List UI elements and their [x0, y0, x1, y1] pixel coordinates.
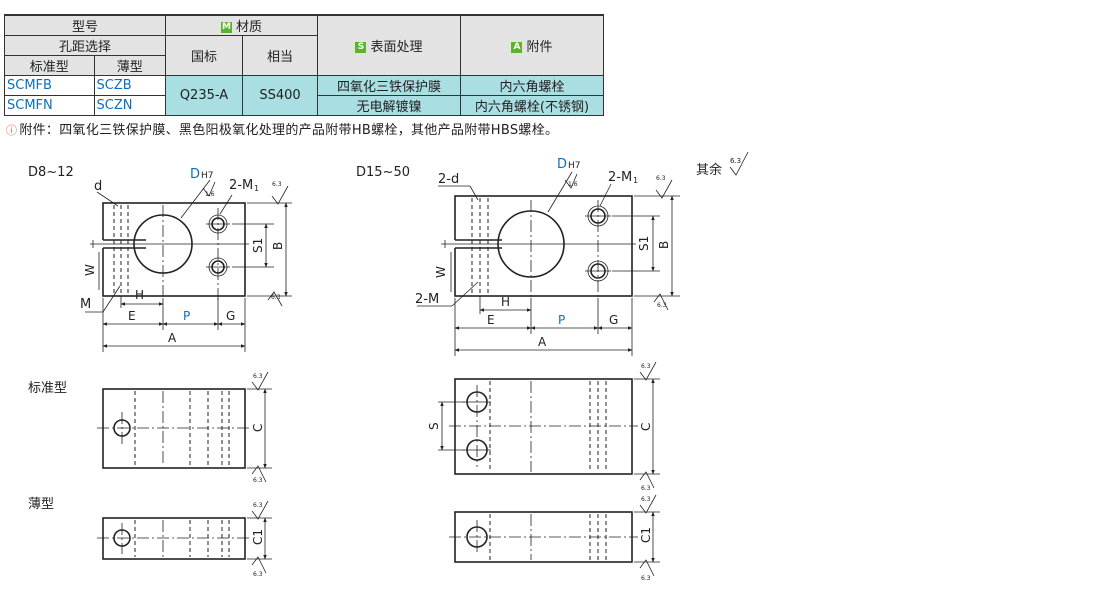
left-thin-roughness-bottom: 6.3: [253, 571, 263, 578]
label-H-right: H: [501, 295, 510, 309]
label-C: C: [251, 424, 265, 432]
material-equiv-value: SS400: [242, 75, 318, 116]
left-range-label: D8~12: [28, 165, 74, 180]
right-front-labels: 2-d D H7 1.6 2-M 1 6.3 6.3 S1 B W 2-M H …: [415, 157, 671, 349]
label-H: H: [135, 288, 144, 302]
standard-type-label: 标准型: [28, 381, 67, 396]
left-front-roughness-top: 6.3: [272, 181, 282, 188]
left-thin-roughness-top: 6.3: [253, 502, 263, 509]
right-range-label: D15~50: [356, 165, 410, 180]
left-thin-view: 6.3 6.3 C1: [97, 500, 272, 578]
accessory-note-text: 附件：四氧化三铁保护膜、黑色阳极氧化处理的产品附带HB螺栓，其他产品附带HBS螺…: [19, 123, 559, 138]
right-front-view: [417, 171, 680, 356]
right-standard-roughness-top: 6.3: [641, 363, 651, 370]
label-C-right: C: [639, 423, 653, 431]
label-W: W: [83, 264, 97, 276]
equiv-header: 相当: [242, 35, 318, 76]
material-gb-value: Q235-A: [165, 75, 243, 116]
table-row-accessory: 内六角螺栓: [460, 75, 604, 96]
rest-label: 其余: [696, 162, 722, 178]
label-B: B: [271, 242, 285, 250]
model-header: 型号: [4, 14, 166, 36]
right-standard-view: S 6.3 6.3 C: [427, 361, 660, 492]
label-W-right: W: [434, 266, 448, 278]
label-P: P: [183, 309, 190, 323]
label-S1-right: S1: [637, 236, 651, 251]
accessory-label: 附件: [526, 40, 553, 55]
label-E-right: E: [487, 313, 495, 327]
label-M1-sub: 1: [254, 184, 259, 193]
label-M: M: [80, 297, 91, 312]
material-badge: M: [220, 22, 232, 33]
label-H7-right: H7: [568, 161, 581, 171]
material-label: 材质: [235, 20, 262, 35]
left-standard-roughness-bottom: 6.3: [253, 477, 263, 484]
label-A-right: A: [538, 335, 547, 349]
label-H7: H7: [201, 171, 214, 181]
label-roughness-fine: 1.6: [205, 191, 215, 198]
label-B-right: B: [657, 241, 671, 249]
warning-circle-icon: ⓘ: [6, 124, 18, 137]
label-S: S: [427, 422, 441, 430]
right-standard-roughness-bottom: 6.3: [641, 485, 651, 492]
table-row-thin-code: SCZN: [93, 95, 167, 116]
label-D-right: D: [557, 157, 567, 172]
label-C1: C1: [251, 529, 265, 545]
table-row-thin-code: SCZB: [93, 75, 167, 96]
accessory-badge: A: [511, 42, 523, 53]
label-roughness-fine-right: 1.6: [568, 181, 578, 188]
label-A: A: [168, 331, 177, 345]
left-front-view: [85, 179, 292, 352]
right-thin-roughness-top: 6.3: [641, 496, 651, 503]
label-C1-right: C1: [639, 527, 653, 543]
label-E: E: [128, 309, 136, 323]
right-front-roughness-top: 6.3: [656, 175, 666, 182]
label-2-d: 2-d: [438, 172, 459, 187]
label-2-M1-right: 2-M: [608, 170, 632, 185]
label-d: d: [94, 179, 102, 194]
left-standard-view: 6.3 6.3 C: [97, 371, 272, 484]
label-P-right: P: [558, 313, 565, 327]
left-front-roughness-bottom: 6.3: [271, 294, 281, 301]
right-front-roughness-bottom: 6.3: [657, 302, 667, 309]
label-2-M: 2-M: [415, 292, 439, 307]
label-M1-sub-right: 1: [633, 176, 638, 185]
rest-roughness-value: 6.3: [730, 157, 741, 165]
table-row-standard-code: SCMFN: [4, 95, 95, 116]
label-S1: S1: [251, 238, 265, 253]
right-thin-view: 6.3 6.3 C1: [449, 494, 660, 582]
label-2-M1: 2-M: [229, 178, 253, 193]
thin-header: 薄型: [93, 55, 167, 76]
left-front-labels: d D H7 1.6 2-M 1 6.3 6.3 S1 B W M H E P …: [80, 167, 285, 345]
label-G-right: G: [609, 313, 618, 327]
label-D: D: [190, 167, 200, 182]
table-row-surface: 四氧化三铁保护膜: [317, 75, 461, 96]
table-row-accessory: 内六角螺栓(不锈钢): [460, 95, 604, 116]
right-thin-roughness-bottom: 6.3: [641, 575, 651, 582]
thin-type-label: 薄型: [28, 497, 54, 512]
surface-badge: S: [355, 42, 367, 53]
surface-label: 表面处理: [370, 40, 423, 55]
label-G: G: [226, 309, 235, 323]
left-standard-roughness-top: 6.3: [253, 373, 263, 380]
rest-roughness: 其余 6.3: [696, 151, 749, 178]
gb-header: 国标: [165, 35, 243, 76]
pitch-header: 孔距选择: [4, 35, 166, 56]
table-row-surface: 无电解镀镍: [317, 95, 461, 116]
